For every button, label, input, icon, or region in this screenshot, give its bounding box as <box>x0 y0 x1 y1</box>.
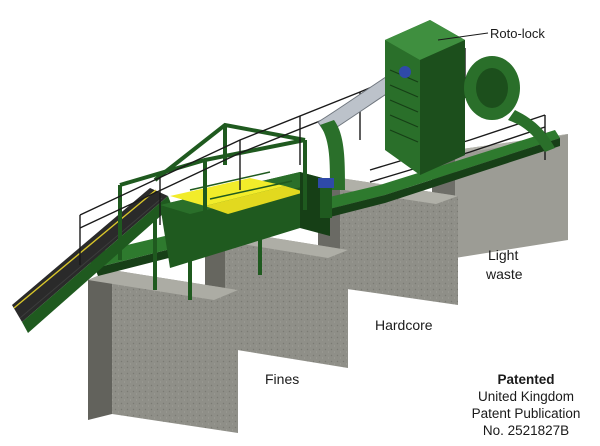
patent-note: Patented United Kingdom Patent Publicati… <box>462 371 590 439</box>
roto-lock-unit <box>385 20 465 175</box>
frame-structure <box>118 122 307 300</box>
label-light: Light <box>488 247 519 263</box>
label-hardcore: Hardcore <box>375 317 433 333</box>
fan-housing <box>464 56 555 152</box>
patent-heading: Patented <box>497 372 555 387</box>
label-fines: Fines <box>265 371 300 387</box>
label-roto-lock: Roto-lock <box>490 26 545 41</box>
roto-lock-leader-line <box>437 32 489 41</box>
patent-line-1: United Kingdom <box>477 389 575 404</box>
patent-line-3: No. 2521827B <box>482 423 570 438</box>
conveyor-belt <box>12 188 172 333</box>
patent-line-2: Patent Publication <box>471 406 581 421</box>
concrete-pier-1 <box>88 270 238 433</box>
label-waste: waste <box>486 266 523 282</box>
valve-motor <box>318 178 334 218</box>
screen-box <box>160 171 330 268</box>
